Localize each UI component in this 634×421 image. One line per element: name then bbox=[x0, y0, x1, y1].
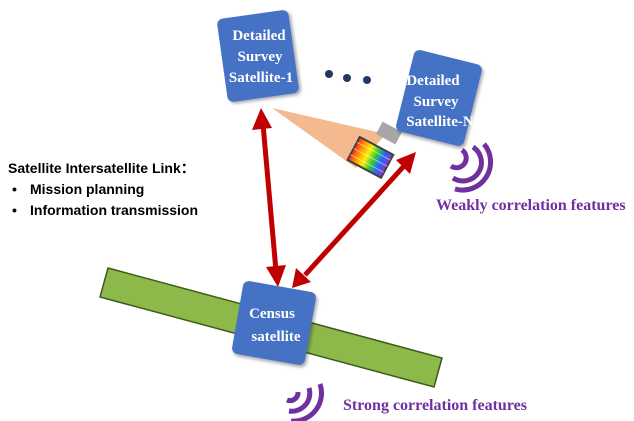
intersatellite-link-title: Satellite Intersatellite Link： bbox=[8, 160, 195, 176]
strong-correlation-label: Strong correlation features bbox=[343, 397, 527, 414]
satellite-n-label-line1: Detailed bbox=[406, 73, 460, 89]
intersatellite-link-arrows bbox=[252, 108, 416, 288]
radio-wave-icon bbox=[449, 142, 494, 193]
radio-wave-icon bbox=[286, 383, 325, 421]
satellite-n-label-line3: Satellite-N bbox=[406, 114, 474, 130]
list-item-mission-planning: Mission planning bbox=[8, 179, 198, 200]
ellipsis-dots bbox=[325, 70, 371, 84]
intersatellite-link-panel: Satellite Intersatellite Link： Mission p… bbox=[8, 158, 198, 221]
list-item-information-transmission: Information transmission bbox=[8, 200, 198, 221]
satellite-1-label-line3: Satellite-1 bbox=[229, 70, 293, 86]
link-arrow-sat1-census bbox=[252, 108, 286, 287]
satellite-1-label-line2: Survey bbox=[238, 49, 284, 65]
intersatellite-link-list: Mission planning Information transmissio… bbox=[8, 179, 198, 221]
link-arrow-satN-census bbox=[292, 152, 416, 288]
sensor-mount bbox=[376, 121, 402, 145]
census-label-line2: satellite bbox=[251, 329, 300, 345]
census-satellite bbox=[232, 281, 316, 365]
detailed-survey-satellite-n bbox=[396, 50, 482, 146]
census-label-line1: Census bbox=[249, 306, 295, 322]
satellite-n-label-line2: Survey bbox=[414, 94, 460, 110]
satellite-1-label-line1: Detailed bbox=[232, 28, 286, 44]
detailed-survey-satellite-1 bbox=[217, 10, 299, 102]
spectrum-sensor-icon bbox=[346, 135, 395, 180]
weak-correlation-label: Weakly correlation features bbox=[436, 197, 626, 214]
